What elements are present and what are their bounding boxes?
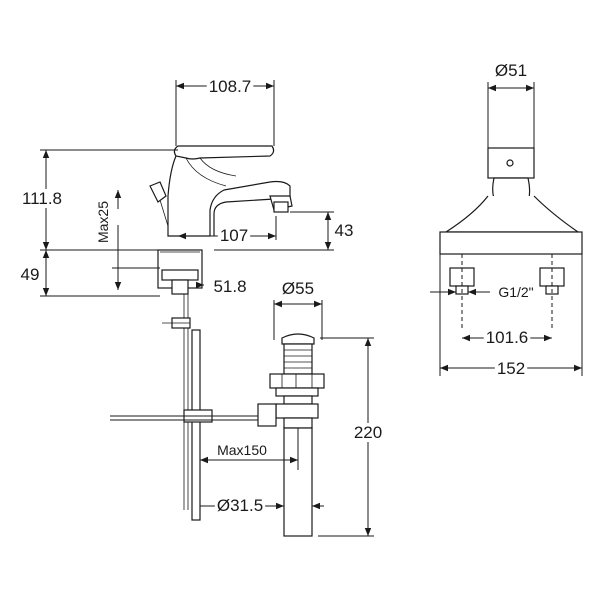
drain-side-connector: [257, 403, 277, 427]
dim-drain-length: 220: [318, 337, 385, 537]
dim-lift-rod-max: Max25: [84, 190, 160, 290]
dim-base-height-label: 49: [21, 265, 40, 284]
dim-inlet-spacing: 101.6: [462, 328, 552, 347]
lift-rod: [191, 329, 201, 521]
dim-inlet-thread-label: G1/2": [498, 284, 533, 300]
dim-spout-height-label: 43: [335, 221, 354, 240]
dim-overall-width-label: 152: [497, 359, 525, 378]
dim-lift-rod-max-label: Max25: [95, 201, 111, 243]
drain-nut: [269, 373, 325, 389]
lift-rod-knob: [149, 181, 167, 203]
dim-body-height-label: 111.8: [22, 189, 62, 208]
side-view-faucet: [149, 145, 293, 521]
faucet-body-upper: [167, 155, 291, 237]
dim-spout-height: 43: [214, 211, 356, 251]
dim-handle-length-label: 108.7: [209, 77, 252, 96]
dim-spout-reach-label: 107: [220, 226, 248, 245]
dim-base-width: 51.8: [196, 277, 249, 296]
dim-base-width-label: 51.8: [213, 277, 246, 296]
front-base-plate: [439, 231, 583, 255]
front-view-faucet: [439, 147, 583, 330]
dim-inlet-spacing-label: 101.6: [486, 328, 529, 347]
dim-overall-width: 152: [439, 254, 583, 378]
dim-spout-reach: 107: [178, 216, 277, 245]
dim-rod-max-label: Max150: [217, 442, 267, 458]
dim-body-height: 111.8: [19, 149, 178, 251]
handle-lever: [173, 145, 275, 160]
dim-base-height: 49: [18, 250, 160, 297]
dim-rod-max: Max150: [200, 428, 299, 470]
dim-tail-diameter-label: Ø31.5: [217, 496, 263, 515]
dim-top-diameter-label: Ø51: [495, 61, 527, 80]
dim-drain-length-label: 220: [354, 423, 382, 442]
dim-tail-diameter: Ø31.5: [200, 496, 324, 515]
dim-pop-up-diameter: Ø55: [273, 279, 323, 340]
dim-handle-length: 108.7: [175, 77, 275, 146]
dim-inlet-thread: G1/2": [430, 284, 536, 300]
dim-top-diameter: Ø51: [487, 61, 535, 148]
dim-pop-up-diameter-label: Ø55: [282, 279, 314, 298]
pop-up-cap: [281, 333, 315, 345]
